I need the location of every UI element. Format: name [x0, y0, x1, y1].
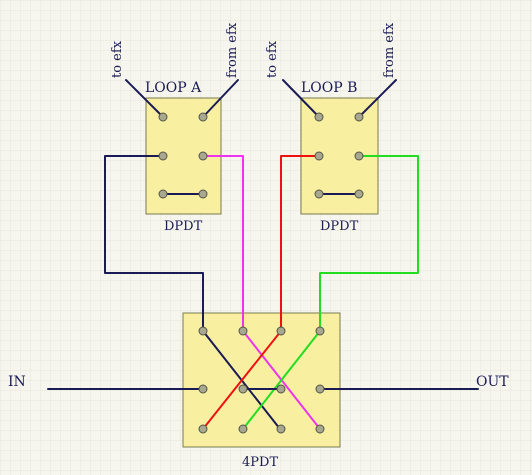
terminal [354, 151, 364, 161]
main-switch-body [182, 312, 341, 448]
main-switch-type-label: 4PDT [242, 455, 278, 470]
terminal [315, 424, 325, 434]
terminal [238, 384, 248, 394]
loop-a-to-efx-wire [125, 79, 164, 118]
terminal [315, 326, 325, 336]
navy-wire [104, 155, 281, 430]
terminal [238, 424, 248, 434]
terminal [354, 112, 364, 122]
loop-b-type-label: DPDT [320, 219, 359, 234]
terminal [238, 326, 248, 336]
terminal [158, 112, 168, 122]
terminal [198, 424, 208, 434]
terminal [198, 326, 208, 336]
loop-a-from-efx-wire [202, 79, 239, 118]
terminal [158, 189, 168, 199]
terminal [158, 151, 168, 161]
loop-a-title: LOOP A [145, 80, 202, 96]
loop-b-from-efx-label: from efx [382, 22, 397, 78]
loop-b-from-efx-wire [358, 79, 397, 118]
terminal [314, 112, 324, 122]
red-wire [202, 155, 320, 430]
terminal [198, 189, 208, 199]
terminal [314, 151, 324, 161]
terminal [276, 424, 286, 434]
loop-b-title: LOOP B [301, 80, 357, 96]
terminal [198, 112, 208, 122]
loop-a-to-efx-label: to efx [110, 40, 125, 78]
loop-a-type-label: DPDT [164, 219, 203, 234]
terminal [314, 189, 324, 199]
loop-b-to-efx-label: to efx [265, 40, 280, 78]
input-jack-label: IN [8, 374, 26, 390]
terminal [354, 189, 364, 199]
terminal [315, 384, 325, 394]
terminal [276, 326, 286, 336]
green-wire [242, 155, 419, 430]
terminal [198, 384, 208, 394]
loop-b-to-efx-wire [282, 79, 320, 118]
terminal [198, 151, 208, 161]
loop-a-from-efx-label: from efx [225, 22, 240, 78]
terminal [276, 384, 286, 394]
output-jack-label: OUT [476, 374, 509, 390]
